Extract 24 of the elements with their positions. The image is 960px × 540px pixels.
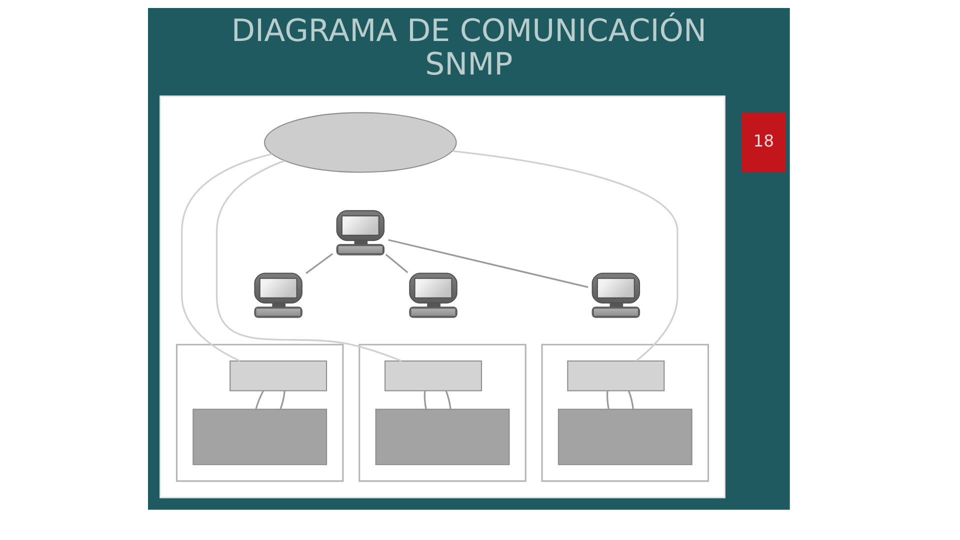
cluster	[358, 344, 526, 482]
diagram-title: DIAGRAMA DE COMUNICACIÓN SNMP	[231, 12, 707, 83]
connector	[388, 239, 588, 288]
connector	[306, 253, 334, 274]
node-box	[230, 360, 328, 392]
connector	[255, 390, 264, 410]
connector	[280, 390, 286, 410]
node-box	[558, 408, 692, 466]
node-box	[375, 408, 510, 466]
cluster	[160, 96, 726, 498]
node-box	[384, 360, 482, 392]
node-box	[192, 408, 328, 466]
node-box	[567, 360, 665, 392]
cluster	[541, 344, 710, 482]
connector	[424, 390, 427, 410]
connector	[628, 390, 634, 410]
connector	[385, 254, 408, 274]
connector	[452, 150, 678, 362]
label: 18	[753, 131, 774, 150]
cluster	[176, 344, 344, 482]
connector	[445, 390, 452, 410]
connector	[181, 153, 272, 362]
node-ellipse	[264, 112, 457, 173]
connector	[606, 390, 610, 410]
